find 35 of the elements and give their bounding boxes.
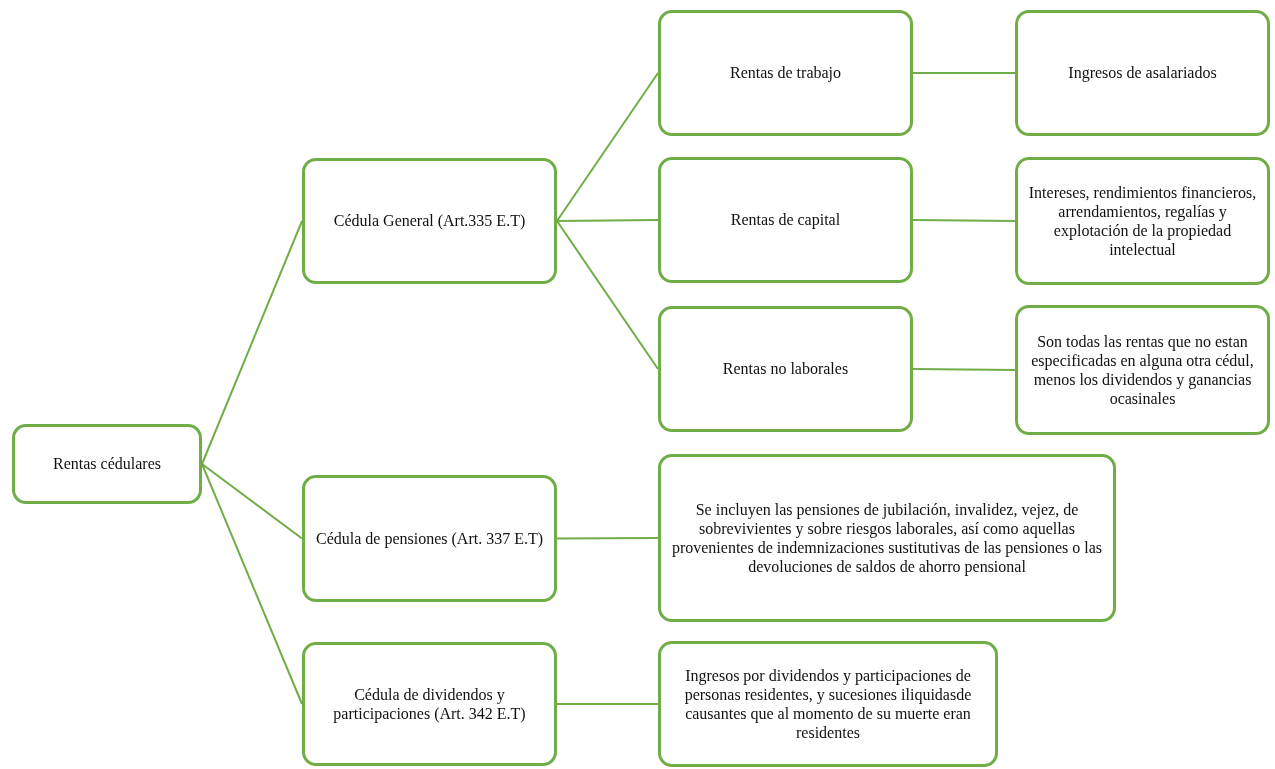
connector-line [556, 220, 659, 370]
box-text: Cédula de dividendos y participaciones (Art. 342 E.T) [332, 684, 527, 724]
connector-line [912, 368, 1016, 371]
box-text: Ingresos por dividendos y participaciones de personas residentes, y sucesiones iliquidasde causantes que al momento de su muerte eran residentes [683, 665, 973, 743]
box-text: Ingresos de asalariados [1068, 63, 1217, 83]
connector-line [556, 703, 659, 705]
box-text: Rentas no laborales [722, 359, 849, 379]
connector-line [556, 72, 659, 222]
connector-line [912, 72, 1016, 74]
connector-line [201, 220, 303, 465]
rounded-box [1015, 305, 1270, 435]
connector-line [201, 463, 303, 705]
box-text: Son todas las rentas que no estan especificadas en alguna otra cédul, menos los dividendos y ganancias ocasinales [1030, 331, 1255, 409]
rounded-box [658, 454, 1116, 622]
rounded-box [658, 641, 998, 767]
connector-line [912, 219, 1016, 222]
box-text: Cédula de pensiones (Art. 337 E.T) [315, 528, 544, 549]
rounded-box [12, 424, 202, 504]
connector-line [556, 537, 659, 540]
connector-line [556, 219, 659, 222]
rounded-box [658, 10, 913, 136]
box-text: Intereses, rendimientos financieros, arrendamientos, regalías y explotación de la propiedad intelectual [1027, 182, 1258, 260]
box-text: Cédula General (Art.335 E.T) [333, 211, 526, 231]
rounded-box [658, 157, 913, 283]
box-text: Rentas de capital [730, 210, 841, 230]
box-text: Rentas cédulares [53, 454, 161, 474]
box-text: Se incluyen las pensiones de jubilación, invalidez, vejez, de sobrevivientes y sobre riesgos laborales, así como aquellas provenientes de indemnizaciones sustitutivas de las pensiones o las devoluciones de saldos de ahorro pensional [670, 499, 1104, 577]
rounded-box [1015, 157, 1270, 285]
rounded-box [1015, 10, 1270, 136]
rounded-box [302, 642, 557, 766]
connector-line [201, 463, 303, 540]
box-text: Rentas de trabajo [729, 63, 842, 83]
rounded-box [658, 306, 913, 432]
rounded-box [302, 158, 557, 284]
rounded-box [302, 475, 557, 602]
